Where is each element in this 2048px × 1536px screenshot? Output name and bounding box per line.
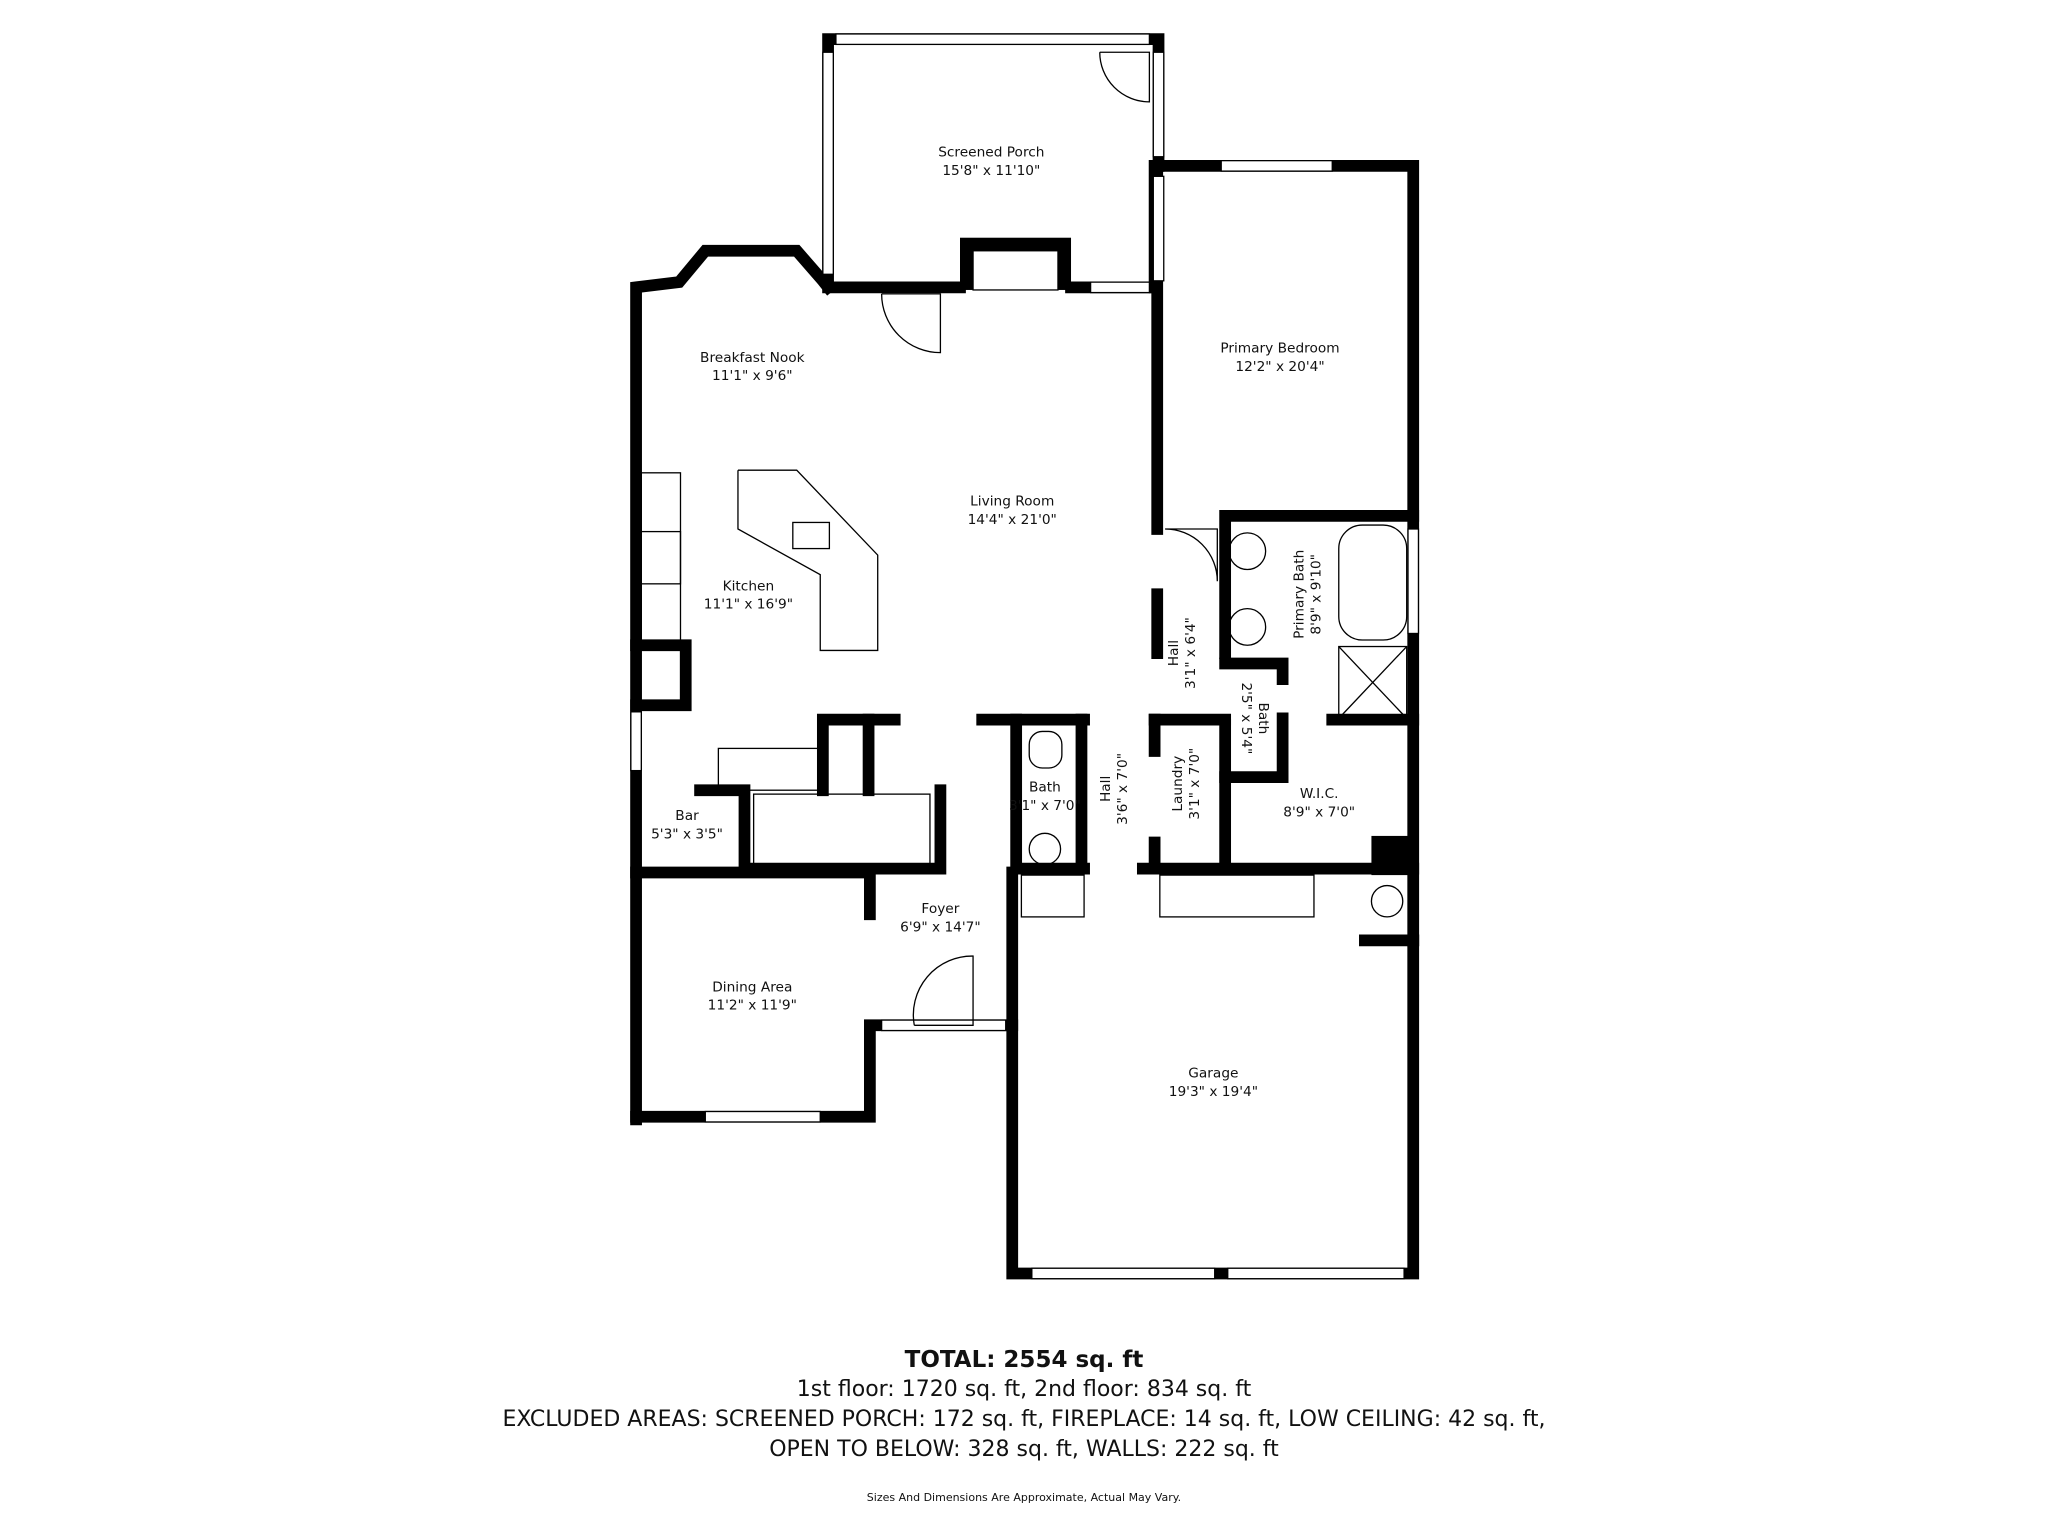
walls (630, 33, 1420, 1280)
room-name: Living Room (970, 493, 1054, 509)
room-dims: 12'2" x 20'4" (1235, 359, 1324, 375)
room-dims: 11'1" x 16'9" (704, 597, 793, 613)
room-name: Screened Porch (938, 145, 1044, 161)
area-summary: TOTAL: 2554 sq. ft 1st floor: 1720 sq. f… (0, 1345, 2048, 1505)
room-dims: 19'3" x 19'4" (1169, 1084, 1258, 1100)
excluded-areas-line-1: EXCLUDED AREAS: SCREENED PORCH: 172 sq. … (502, 1407, 1546, 1432)
room-dims: 11'2" x 11'9" (708, 998, 797, 1014)
excluded-areas-line-2: OPEN TO BELOW: 328 sq. ft, WALLS: 222 sq… (769, 1437, 1279, 1462)
room-name: Breakfast Nook (700, 350, 805, 366)
room-dims: 6'9" x 14'7" (900, 919, 981, 935)
room-dims: 14'4" x 21'0" (968, 512, 1057, 528)
room-dims: 15'8" x 11'10" (942, 163, 1040, 179)
room-dims: 3'1" x 6'4" (1183, 617, 1199, 689)
room-name: Dining Area (712, 979, 792, 995)
room-name: Hall (1098, 776, 1114, 802)
room-dims: 8'9" x 7'0" (1283, 804, 1355, 820)
room-name: Primary Bedroom (1220, 341, 1339, 357)
room-dims: 3'6" x 7'0" (1115, 753, 1131, 825)
room-name: Bath (1255, 702, 1271, 734)
room-labels: Screened Porch 15'8" x 11'10" Breakfast … (651, 145, 1355, 1100)
room-name: Bar (675, 808, 699, 824)
total-area: TOTAL: 2554 sq. ft (904, 1347, 1144, 1373)
room-dims: 3'1" x 7'0" (1187, 748, 1203, 820)
room-dims: 11'1" x 9'6" (712, 368, 793, 384)
room-name: Garage (1188, 1066, 1238, 1082)
room-name: Hall (1166, 640, 1182, 666)
room-name: W.I.C. (1300, 786, 1339, 802)
room-dims: 5'3" x 3'5" (651, 827, 723, 843)
room-name: Foyer (921, 901, 959, 917)
room-name: Laundry (1170, 756, 1186, 812)
room-name: Primary Bath (1292, 550, 1308, 639)
room-dims: 8'9" x 9'10" (1308, 554, 1324, 635)
room-name: Bath (1029, 780, 1061, 796)
floor-areas: 1st floor: 1720 sq. ft, 2nd floor: 834 s… (796, 1377, 1252, 1402)
disclaimer: Sizes And Dimensions Are Approximate, Ac… (866, 1491, 1182, 1504)
fixtures (640, 51, 1408, 1026)
room-dims: 3'1" x 7'0" (1009, 798, 1081, 814)
room-name: Kitchen (723, 578, 775, 594)
windows (630, 33, 1420, 1280)
room-dims: 2'5" x 5'4" (1238, 682, 1254, 754)
